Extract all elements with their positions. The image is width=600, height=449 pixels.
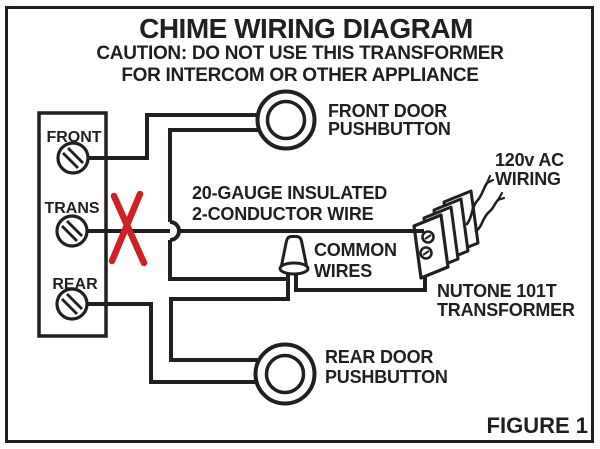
transformer-front-plate <box>412 213 450 280</box>
caution-line-1: CAUTION: DO NOT USE THIS TRANSFORMER <box>96 43 504 64</box>
common-wires-label-line1: COMMON <box>314 240 397 260</box>
transformer-120v-leads-icon <box>465 174 506 233</box>
wire-front-terminal-to-pushbutton <box>80 113 263 160</box>
wire-gauge-label-line2: 2-CONDUCTOR WIRE <box>192 204 374 224</box>
annotation-labels: FRONT DOOR PUSHBUTTON 20-GAUGE INSULATED… <box>192 101 588 438</box>
terminal-screws <box>55 141 90 321</box>
front-pushbutton-icon <box>255 89 317 151</box>
caution-line-2: FOR INTERCOM OR OTHER APPLIANCE <box>121 65 478 86</box>
terminal-label-front: FRONT <box>46 129 101 146</box>
terminal-label-trans: TRANS <box>44 200 99 217</box>
terminal-label-rear: REAR <box>52 276 98 293</box>
wire-rear-terminal-to-pushbutton <box>80 302 263 384</box>
common-wires-label-line2: WIRES <box>314 261 372 281</box>
front-pushbutton-label-line2: PUSHBUTTON <box>328 119 451 139</box>
red-x-icon <box>108 190 148 267</box>
wire-gauge-label-line1: 20-GAUGE INSULATED <box>192 183 387 203</box>
wire-nut-icon <box>278 235 310 276</box>
rear-pushbutton-label-line2: PUSHBUTTON <box>325 367 448 387</box>
rear-pushbutton-label-line1: REAR DOOR <box>325 347 433 367</box>
rear-terminal-screw-icon <box>55 287 89 321</box>
figure-label: FIGURE 1 <box>487 413 588 438</box>
transformer-label-line2: TRANSFORMER <box>437 300 575 320</box>
transformer-terminal-screws <box>419 230 435 260</box>
wire-common-to-rear-pushbutton <box>169 270 290 362</box>
wire-hop-icon <box>169 220 181 242</box>
ac-wiring-label-line2: WIRING <box>495 169 561 189</box>
front-pushbutton-label-line1: FRONT DOOR <box>328 101 447 121</box>
rear-pushbutton-icon <box>253 342 317 406</box>
wire-front-pushbutton-to-common-lower <box>168 240 289 281</box>
diagram-title: CHIME WIRING DIAGRAM <box>139 13 473 44</box>
front-terminal-screw-icon <box>56 141 90 175</box>
wire-front-pushbutton-to-common-upper <box>168 128 263 222</box>
trans-terminal-screw-icon <box>55 214 89 248</box>
ac-wiring-label-line1: 120v AC <box>495 150 564 170</box>
transformer-label-line1: NUTONE 101T <box>437 281 557 301</box>
